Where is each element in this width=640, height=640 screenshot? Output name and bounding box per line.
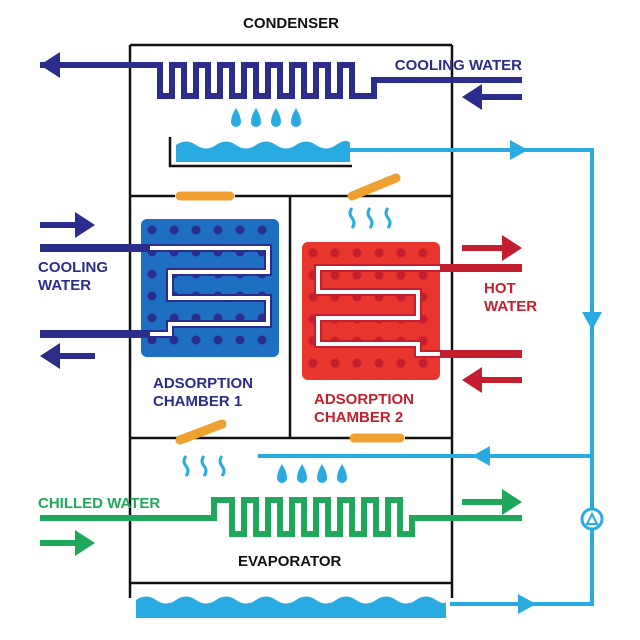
chilled-water-inlet-arrow-icon: [40, 530, 95, 556]
valve-icon: [175, 173, 405, 445]
cooling-water-outlet-arrow-icon: [40, 343, 95, 369]
flow-arrow-icon: [472, 140, 602, 614]
hot-water-inlet-arrow-icon: [462, 367, 522, 393]
cooling-water-left-label-line1: COOLING: [38, 259, 108, 276]
coil-icon: [40, 244, 272, 338]
cooling-water-top-label: COOLING WATER: [395, 57, 522, 74]
chamber1-label-line1: ADSORPTION: [153, 375, 253, 392]
water-drop-icon: [231, 108, 301, 127]
chilled-water-label: CHILLED WATER: [38, 495, 160, 512]
vapor-wave-icon: [348, 207, 392, 229]
pump-icon: [580, 507, 604, 531]
hot-water-outlet-arrow-icon: [462, 235, 522, 261]
coil-icon: [314, 264, 522, 358]
evaporator-label: EVAPORATOR: [238, 553, 342, 570]
cooling-water-inlet-arrow-icon: [462, 84, 522, 110]
chilled-water-outlet-arrow-icon: [462, 489, 522, 515]
condensate-tray: [168, 137, 352, 168]
cooling-water-outlet-arrow-icon: [40, 52, 95, 78]
chamber1-label-line2: CHAMBER 1: [153, 393, 242, 410]
cooling-water-inlet-arrow-icon: [40, 212, 95, 238]
refrigerant-reservoir: [136, 596, 446, 618]
vapor-wave-icon: [182, 455, 226, 477]
chamber2-label-line1: ADSORPTION: [314, 391, 414, 408]
hot-water-label-line2: WATER: [484, 298, 537, 315]
cooling-water-left-label-line2: WATER: [38, 277, 91, 294]
unit-frame: [128, 43, 454, 598]
evaporator-coil-icon: [40, 497, 522, 537]
hot-water-label-line1: HOT: [484, 280, 516, 297]
condenser-label: CONDENSER: [243, 15, 339, 32]
chamber2-label-line2: CHAMBER 2: [314, 409, 403, 426]
water-drop-icon: [277, 464, 347, 483]
condenser-coil-icon: [40, 62, 522, 99]
